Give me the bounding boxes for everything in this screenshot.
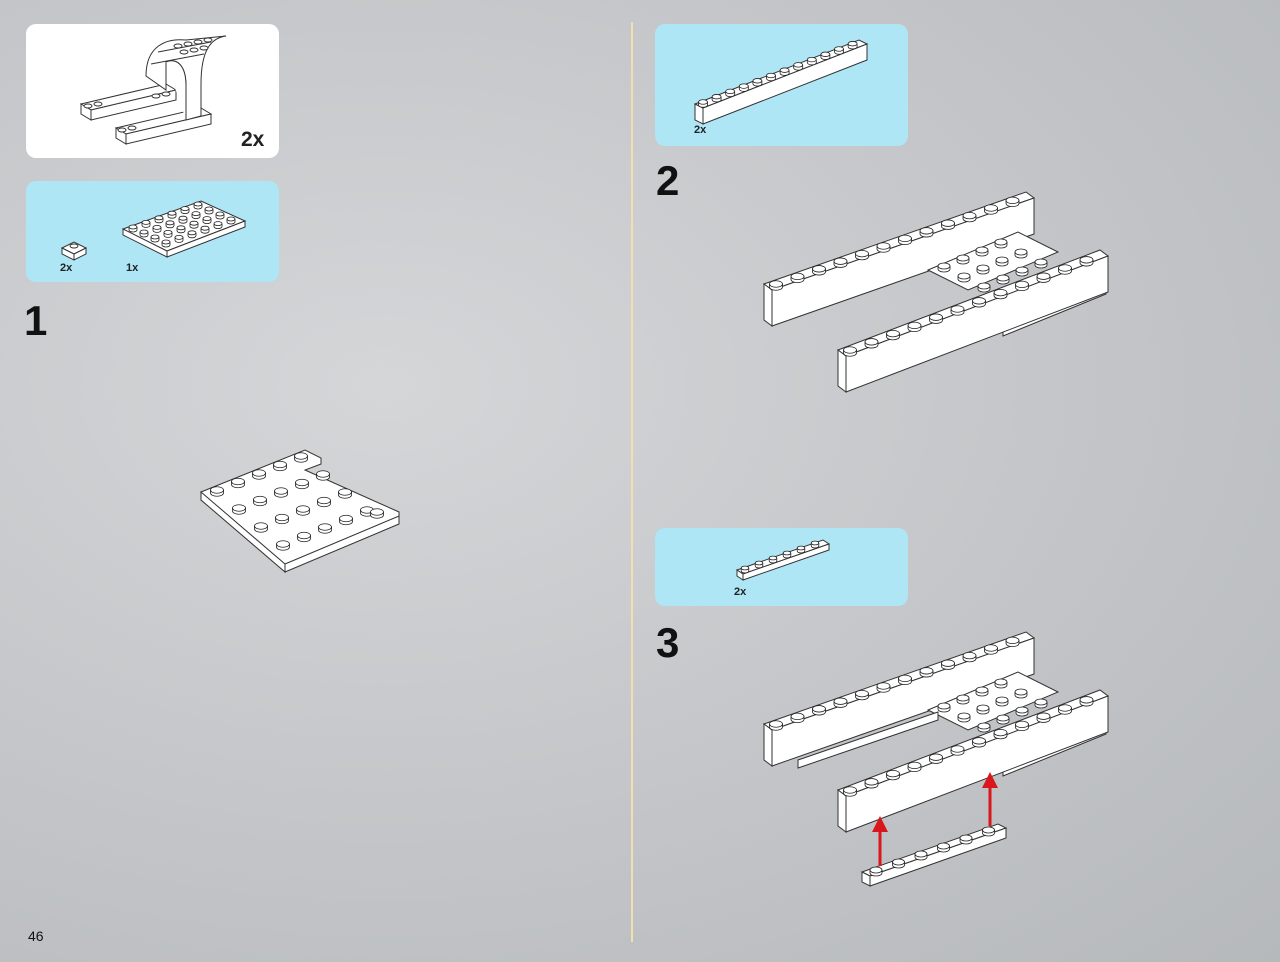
step-3-model-icon <box>762 631 1110 887</box>
plate-1x1-icon <box>60 241 88 261</box>
plate-1x6-icon <box>735 539 831 581</box>
step-1-number: 1 <box>24 297 48 344</box>
page-divider <box>631 22 633 942</box>
step-2-number: 2 <box>656 157 680 204</box>
left-page: 2x 2x 1x 1 <box>24 24 400 944</box>
subassembly-quantity: 2x <box>241 128 265 151</box>
arrow-up-icon <box>872 772 998 866</box>
right-page: 2x 2 2x 3 <box>640 0 1280 962</box>
plate-4x6-icon <box>121 200 247 258</box>
step-3-parts-callout: 2x <box>655 528 908 606</box>
step-1-model-icon <box>200 449 400 574</box>
step-3-part-1-quantity: 2x <box>734 586 747 598</box>
step-2-model-icon <box>762 191 1110 393</box>
subassembly-model-icon <box>79 35 227 145</box>
step-1-part-2-quantity: 1x <box>126 262 139 274</box>
step-2-parts-callout: 2x <box>655 24 908 146</box>
step-3-number: 3 <box>656 619 680 666</box>
step-1-parts-callout: 2x 1x <box>26 181 279 282</box>
step-2-part-1-quantity: 2x <box>694 124 707 136</box>
brick-1x12-icon <box>693 39 869 125</box>
page-number: 46 <box>28 928 44 944</box>
step-1-part-1-quantity: 2x <box>60 262 73 274</box>
subassembly-callout: 2x <box>26 24 279 158</box>
